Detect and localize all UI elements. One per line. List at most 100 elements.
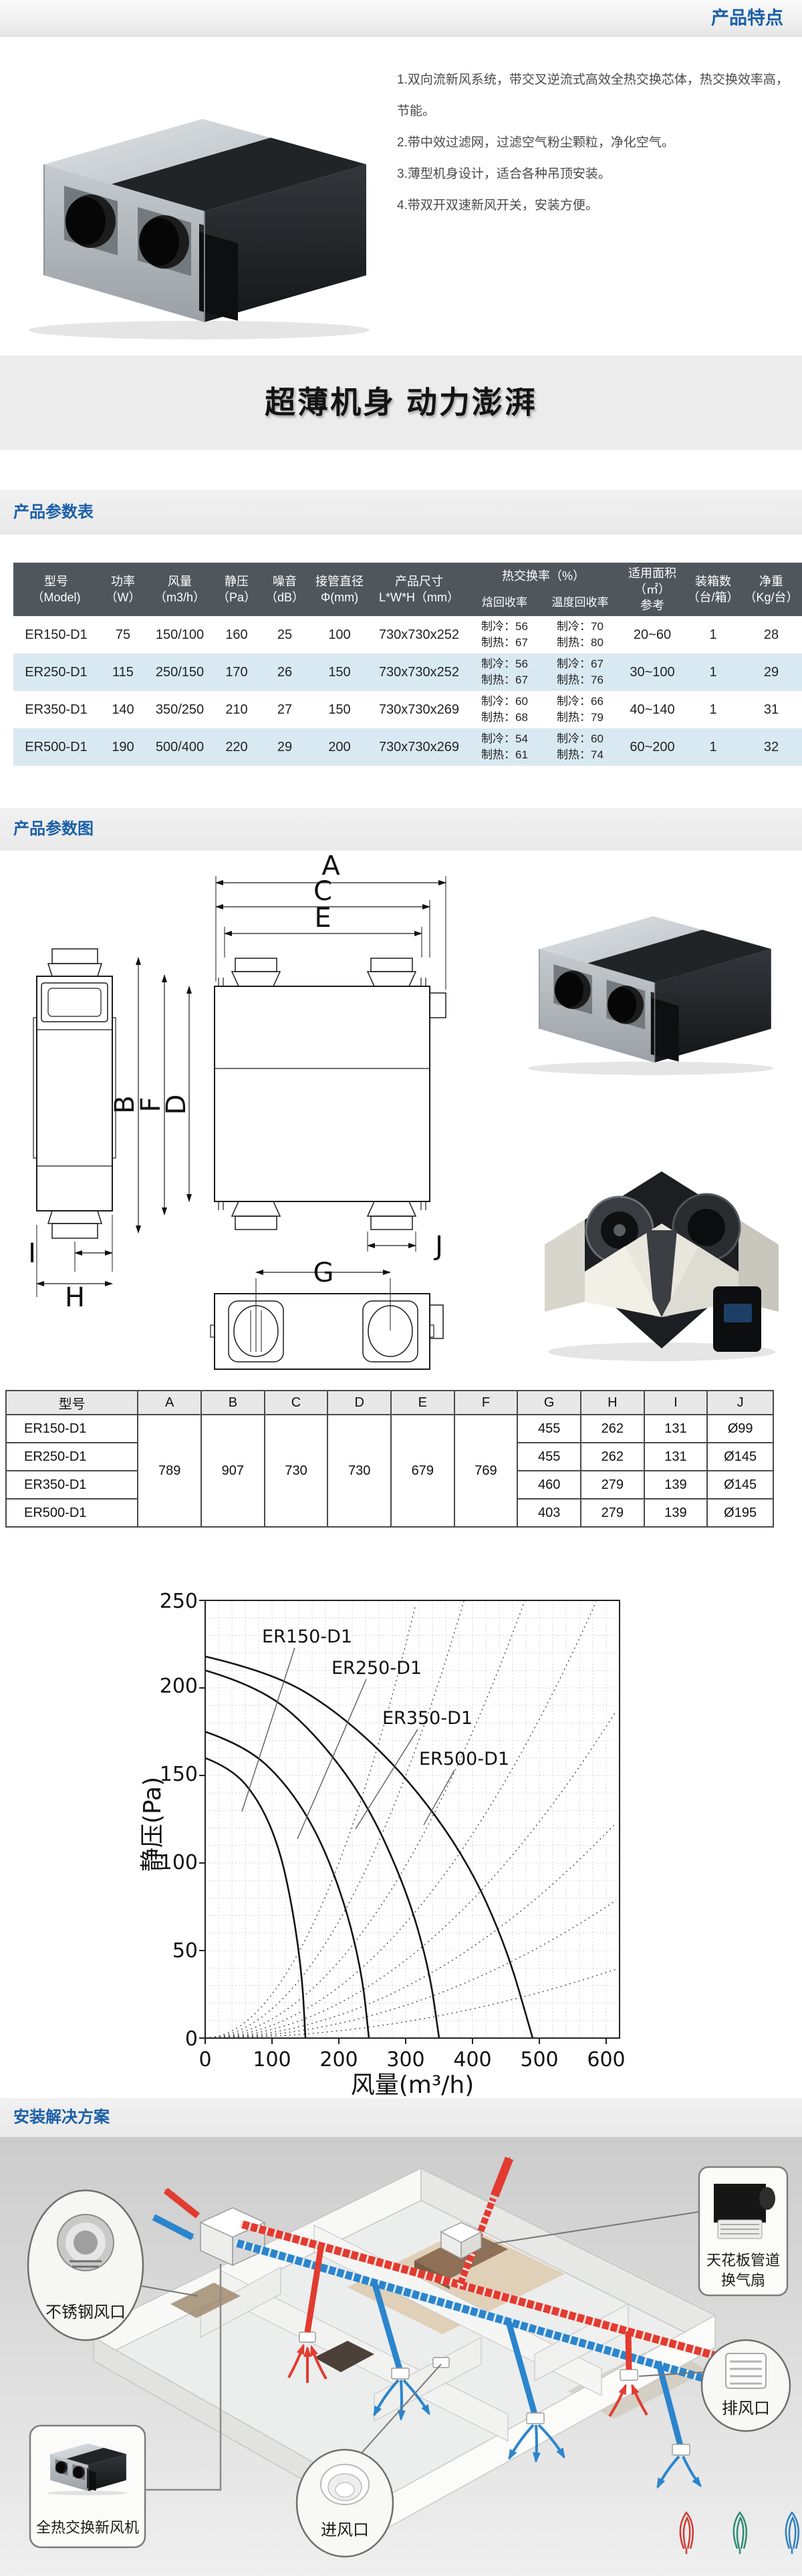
section-title-spec: 产品参数表: [13, 503, 94, 521]
dimension-drawing-layer: A C E B F D J G I H: [28, 851, 779, 1370]
slogan-text: 超薄机身 动力澎湃: [265, 385, 537, 420]
product-photo-interior: [545, 1171, 779, 1361]
series-label-er150: ER150-D1: [262, 1626, 352, 1647]
svg-text:100: 100: [253, 2048, 291, 2071]
callout-stainless-vent: 不锈钢风口: [27, 2189, 198, 2341]
callout-air-inlet: 进风口: [295, 2364, 442, 2558]
callout-label: 不锈钢风口: [45, 2303, 126, 2321]
slogan-banner: 超薄机身 动力澎湃: [0, 355, 802, 450]
callout-air-outlet: 排风口: [638, 2339, 791, 2432]
col-packing: 装箱数（台/箱）: [686, 563, 741, 616]
callout-label: 进风口: [321, 2521, 369, 2539]
swirl-red-icon: [679, 2511, 694, 2554]
col-airflow: 风量（m3/h）: [147, 563, 213, 616]
svg-text:50: 50: [172, 1939, 198, 1963]
dim-label-h: H: [65, 1282, 85, 1313]
top-section-bar: 产品特点: [0, 0, 802, 37]
section-bar-install: 安装解决方案: [0, 2098, 802, 2137]
dim-label-e: E: [314, 903, 331, 934]
air-outlet-icon: [725, 2353, 767, 2389]
callout-label: 天花板管道: [706, 2253, 780, 2269]
dim-label-a: A: [321, 851, 340, 881]
section-bar-diagram: 产品参数图: [0, 808, 802, 851]
feature-item: 2.带中效过滤网，过滤空气粉尘颗粒，净化空气。: [397, 136, 674, 150]
performance-chart: 0 50 100 150 200 250 0 100 200 300 400 5…: [139, 1590, 626, 2098]
roof-exhaust-arrow: [490, 2156, 514, 2198]
svg-text:200: 200: [319, 2048, 358, 2071]
svg-text:150: 150: [160, 1763, 198, 1786]
series-label-er250: ER250-D1: [331, 1658, 422, 1679]
section-title-features: 产品特点: [711, 8, 783, 28]
svg-text:100: 100: [160, 1851, 198, 1874]
svg-text:600: 600: [587, 2048, 625, 2071]
swirl-blue-icon: [785, 2511, 800, 2554]
spec-header-row2: 焓回收率 温度回收率: [13, 589, 802, 616]
col-power: 功率（W）: [99, 563, 147, 616]
feature-item: 1.双向流新风系统，带交叉逆流式高效全热交换芯体，热交换效率高，节能。: [397, 73, 789, 118]
svg-text:200: 200: [160, 1675, 198, 1698]
x-axis-ticks: 0 100 200 300 400 500 600: [198, 2048, 625, 2071]
inline-fan-icon: [440, 2222, 483, 2260]
svg-text:400: 400: [453, 2048, 491, 2071]
product-photo-exterior: [527, 915, 775, 1076]
section-title-diagram: 产品参数图: [13, 820, 94, 838]
feature-list: 1.双向流新风系统，带交叉逆流式高效全热交换芯体，热交换效率高，节能。 2.带中…: [397, 64, 793, 221]
series-label-er350: ER350-D1: [382, 1708, 473, 1729]
dim-label-b: B: [110, 1095, 140, 1113]
dim-label-g: G: [313, 1258, 334, 1288]
exhaust-out-arrow: [163, 2188, 200, 2219]
col-static-pressure: 静压（Pa）: [213, 563, 261, 616]
col-heat-exchange: 热交换率（%）: [468, 563, 620, 589]
feature-item: 4.带双开双速新风开关，安装方便。: [397, 198, 598, 212]
dim-label-i: I: [28, 1238, 36, 1269]
chart-frame: [205, 1600, 620, 2039]
swirl-green-icon: [732, 2511, 748, 2554]
col-weight: 净重（Kg/台）: [741, 563, 802, 616]
dim-label-j: J: [433, 1231, 443, 1262]
stainless-vent-icon: [57, 2214, 114, 2271]
series-labels: ER150-D1 ER250-D1 ER350-D1 ER500-D1: [262, 1626, 509, 1769]
col-model: 型号（Model): [13, 563, 99, 616]
svg-text:0: 0: [185, 2027, 198, 2051]
series-label-er500: ER500-D1: [419, 1749, 509, 1769]
series-leader-lines: [241, 1647, 455, 1840]
y-axis-ticks: 0 50 100 150 200 250: [160, 1590, 198, 2051]
house-cutaway: [93, 2167, 716, 2529]
dim-label-c: C: [313, 876, 332, 907]
fresh-in-arrow: [152, 2214, 194, 2241]
spec-header-row1: 型号（Model) 功率（W） 风量（m3/h） 静压（Pa） 噪音（dB） 接…: [13, 563, 802, 616]
product-photo: [28, 118, 370, 340]
col-enthalpy: 焓回收率: [468, 589, 541, 616]
airflow-swirls: [679, 2511, 800, 2554]
svg-text:250: 250: [160, 1590, 198, 1613]
air-inlet-icon: [320, 2464, 370, 2505]
callout-label: 全热交换新风机: [36, 2520, 139, 2537]
svg-text:0: 0: [198, 2048, 211, 2071]
x-axis-label: 风量(m³/h): [351, 2071, 475, 2098]
extract-air-arrows: [287, 2343, 648, 2418]
spec-table: 型号（Model) 功率（W） 风量（m3/h） 静压（Pa） 噪音（dB） 接…: [13, 563, 802, 766]
callout-erv-unit: 全热交换新风机: [29, 2424, 146, 2549]
col-area: 适用面积（㎡）参考: [619, 563, 686, 616]
dim-label-f: F: [136, 1097, 166, 1112]
callout-label: 换气扇: [721, 2273, 765, 2289]
feature-item: 3.薄型机身设计，适合各种吊顶安装。: [397, 167, 611, 181]
dim-label-d: D: [161, 1095, 192, 1115]
duct-network: [145, 2156, 767, 2491]
col-noise: 噪音（dB）: [261, 563, 309, 616]
callout-label: 排风口: [722, 2399, 770, 2418]
svg-text:300: 300: [386, 2048, 424, 2071]
y-axis-label: 静压(Pa): [139, 1777, 166, 1872]
